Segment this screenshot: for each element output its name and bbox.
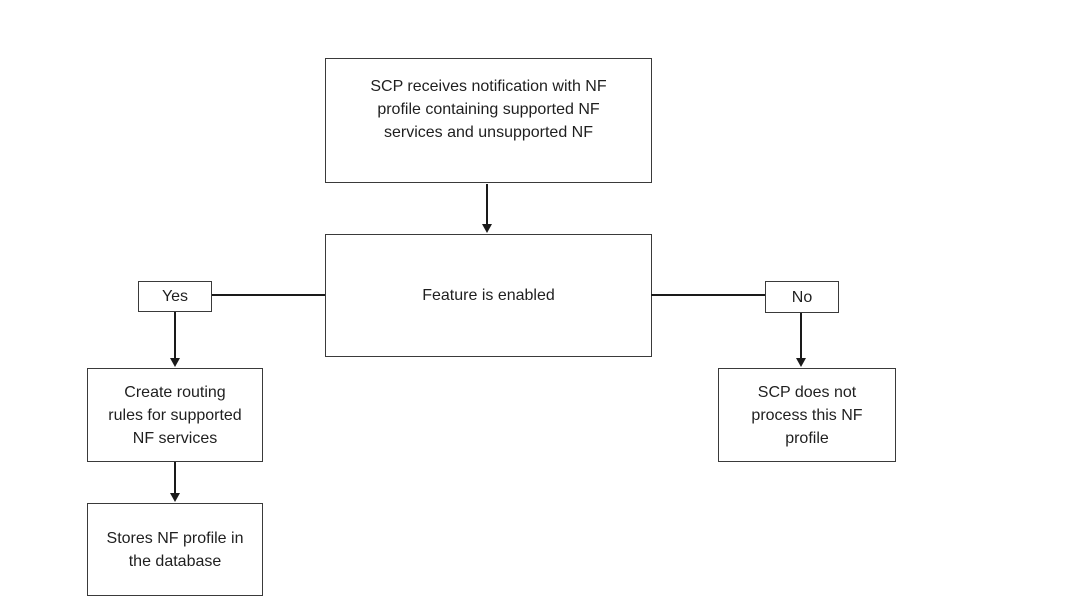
connector-no-to-not-processed <box>800 313 802 359</box>
connector-decision-to-yes <box>212 294 325 296</box>
arrowhead-down-icon <box>170 493 180 502</box>
node-feature-is-enabled: Feature is enabled <box>325 234 652 357</box>
node-scp-does-not-process: SCP does not process this NF profile <box>718 368 896 462</box>
node-yes-label: Yes <box>138 281 212 312</box>
arrowhead-down-icon <box>170 358 180 367</box>
arrowhead-down-icon <box>796 358 806 367</box>
node-create-routing-rules: Create routing rules for supported NF se… <box>87 368 263 462</box>
connector-yes-to-create-rules <box>174 312 176 359</box>
node-no-label: No <box>765 281 839 313</box>
arrowhead-down-icon <box>482 224 492 233</box>
node-stores-nf-profile: Stores NF profile in the database <box>87 503 263 596</box>
node-scp-receives-notification: SCP receives notification with NF profil… <box>325 58 652 183</box>
connector-decision-to-no <box>651 294 765 296</box>
connector-create-rules-to-store <box>174 462 176 494</box>
connector-start-to-decision <box>486 184 488 225</box>
